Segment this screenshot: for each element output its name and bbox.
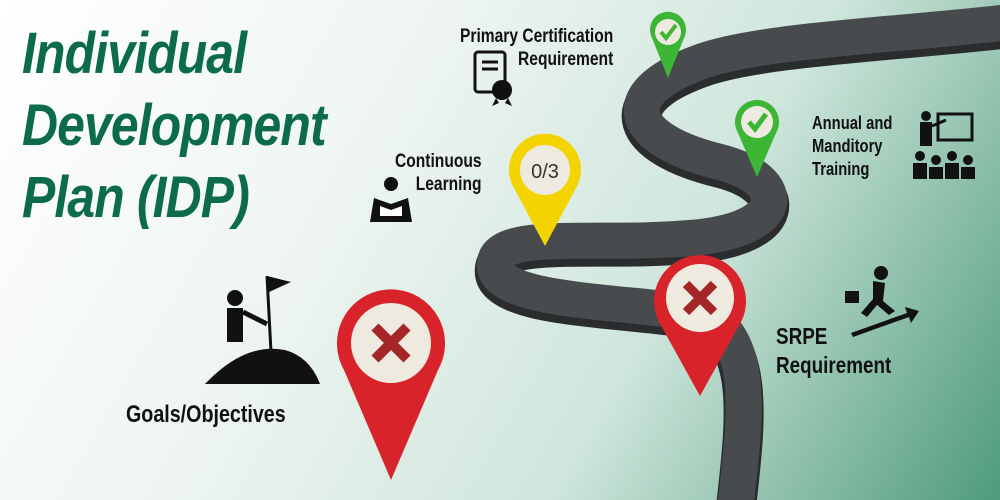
certificate-icon bbox=[473, 50, 512, 106]
page-title: Individual Development Plan (IDP) bbox=[22, 21, 327, 230]
running-upward-icon bbox=[845, 266, 919, 337]
milestone-pin-goals[interactable] bbox=[335, 285, 447, 485]
milestone-pin-continuous-learning[interactable]: 0/3 bbox=[507, 130, 583, 248]
flag-summit-icon bbox=[205, 275, 320, 384]
reading-person-icon bbox=[370, 177, 412, 222]
milestone-label-goals: Goals/Objectives bbox=[126, 401, 286, 428]
milestone-pin-annual-training[interactable] bbox=[733, 95, 781, 179]
x-icon bbox=[682, 280, 718, 316]
progress-count: 0/3 bbox=[531, 161, 559, 183]
milestone-pin-primary-certification[interactable] bbox=[648, 10, 688, 80]
milestone-pin-srpe[interactable] bbox=[652, 250, 748, 400]
milestone-label-primary-certification: Primary Certification Requirement bbox=[460, 26, 614, 70]
x-icon bbox=[371, 323, 411, 363]
check-icon bbox=[659, 23, 678, 42]
milestone-label-annual-training: Annual and Manditory Training bbox=[812, 113, 893, 179]
milestone-label-srpe: SRPE Requirement bbox=[776, 323, 892, 378]
check-icon bbox=[747, 112, 769, 134]
milestone-label-continuous-learning: Continuous Learning bbox=[395, 151, 482, 195]
classroom-training-icon bbox=[913, 111, 975, 179]
